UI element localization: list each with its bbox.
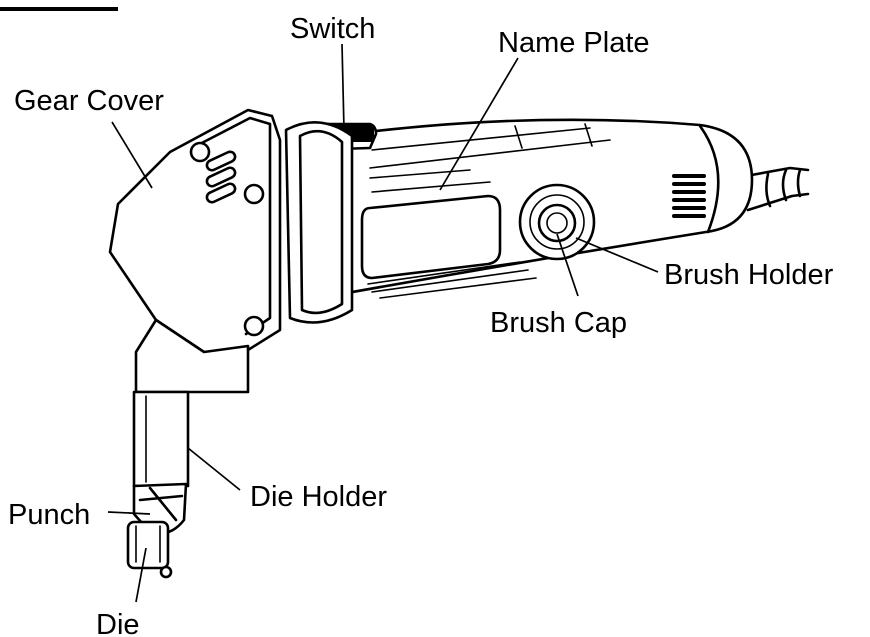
label-gear-cover: Gear Cover — [14, 85, 164, 117]
die-holder-part — [132, 390, 190, 488]
leader-gear-cover — [111, 121, 153, 189]
leader-punch — [107, 511, 151, 515]
leader-lines — [107, 43, 659, 603]
punch-die-part — [126, 482, 188, 579]
vent-slot — [672, 214, 706, 218]
vent-slot — [672, 182, 706, 186]
label-brush-cap: Brush Cap — [490, 307, 627, 339]
nibbler-tool-drawing — [108, 108, 810, 579]
part-labels: Switch Name Plate Gear Cover Brush Holde… — [8, 13, 834, 637]
leader-die — [135, 547, 147, 603]
vent-slot — [672, 206, 706, 210]
leader-brush-cap — [556, 233, 579, 297]
front-collar — [284, 120, 354, 324]
leader-name-plate — [439, 57, 519, 191]
gear-cover-part — [108, 108, 282, 394]
label-brush-holder: Brush Holder — [664, 259, 834, 291]
label-punch: Punch — [8, 499, 90, 531]
vent-slot — [672, 174, 706, 178]
label-switch: Switch — [290, 13, 375, 45]
label-die-holder: Die Holder — [250, 481, 387, 513]
power-cord — [744, 166, 810, 212]
label-name-plate: Name Plate — [498, 27, 650, 59]
leader-brush-holder — [575, 237, 659, 273]
leader-die-holder — [187, 447, 241, 491]
label-die: Die — [96, 609, 140, 637]
vent-slot — [672, 198, 706, 202]
brush-cap-part — [537, 203, 577, 243]
leader-switch — [341, 43, 345, 131]
vent-slot — [672, 190, 706, 194]
